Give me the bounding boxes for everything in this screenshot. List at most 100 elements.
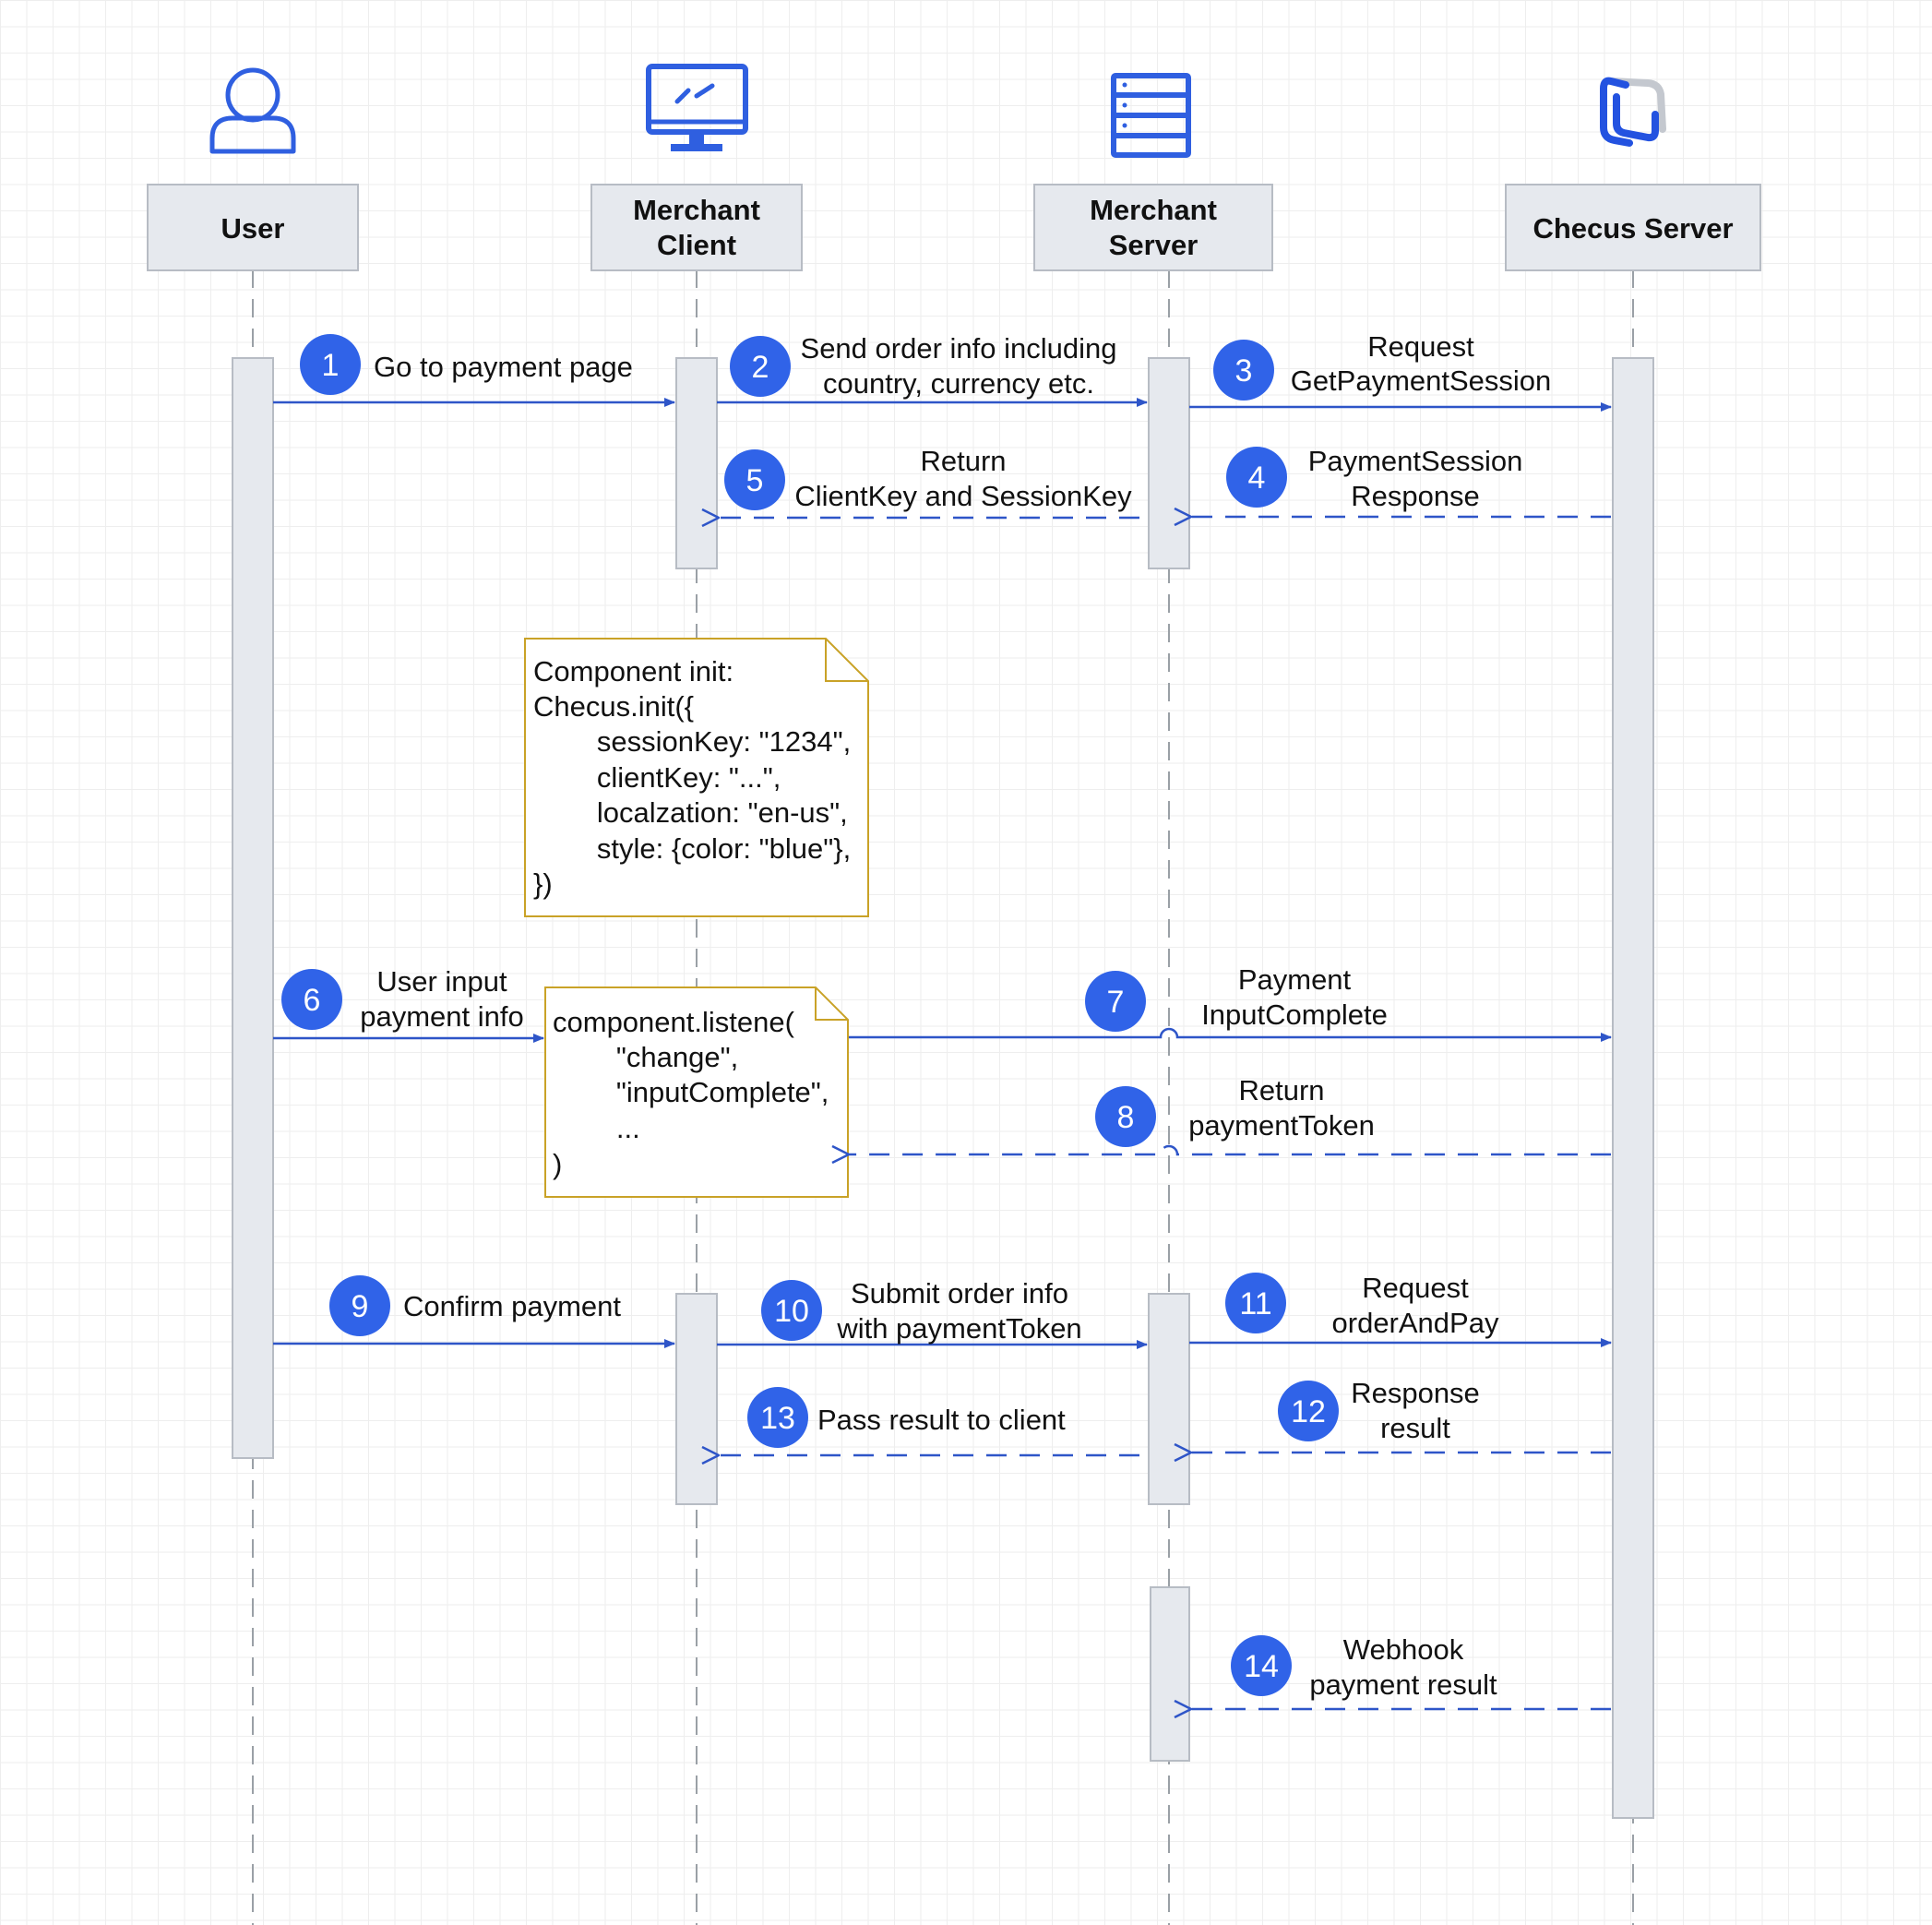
message-1: 1 Go to payment page [273, 334, 675, 407]
step-badge [747, 1387, 808, 1448]
message-text: Return [1238, 1074, 1324, 1106]
participant-checus-server: Checus Server [1505, 184, 1761, 271]
note-line: "change", [553, 1041, 738, 1073]
message-text: paymentToken [1188, 1109, 1375, 1142]
message-10: 10 Submit order info with paymentToken [717, 1277, 1148, 1349]
participant-label: Merchant [633, 194, 760, 226]
message-14: 14 Webhook payment result [1191, 1633, 1611, 1709]
activation-bar-server-3 [1150, 1586, 1190, 1762]
step-number: 1 [322, 348, 340, 383]
step-badge [300, 334, 361, 395]
note-line: Checus.init({ [533, 690, 694, 723]
checus-logo-icon [1600, 77, 1666, 147]
participant-merchant-client: Merchant Client [590, 184, 803, 271]
message-text: GetPaymentSession [1291, 365, 1552, 397]
message-12: 12 Response result [1191, 1377, 1611, 1453]
step-number: 10 [774, 1294, 809, 1329]
note-line: ) [553, 1148, 562, 1180]
activation-bars [232, 357, 1654, 1819]
monitor-icon [646, 64, 748, 151]
message-13: 13 Pass result to client [719, 1387, 1139, 1455]
server-icon [1111, 73, 1191, 158]
message-text: Pass result to client [817, 1404, 1066, 1436]
activation-bar-client-1 [675, 357, 718, 569]
user-icon [209, 67, 296, 154]
note-line: localzation: "en-us", [533, 796, 848, 829]
message-text: User input [376, 965, 507, 998]
participant-user: User [147, 184, 359, 271]
step-badge [724, 449, 785, 510]
step-number: 5 [746, 463, 764, 498]
note-line: clientKey: "...", [533, 761, 781, 794]
note-component-listener: component.listene( "change", "inputCompl… [544, 986, 849, 1198]
step-number: 11 [1239, 1286, 1271, 1321]
participant-merchant-server: Merchant Server [1033, 184, 1273, 271]
step-badge [1085, 971, 1146, 1032]
message-text: Response [1351, 480, 1480, 512]
message-text: Send order info including [801, 332, 1117, 365]
activation-bar-client-2 [675, 1293, 718, 1505]
step-number: 7 [1107, 985, 1125, 1020]
note-line: component.listene( [553, 1006, 795, 1038]
note-line: "inputComplete", [553, 1076, 829, 1108]
activation-bar-server-1 [1148, 357, 1190, 569]
message-text: Return [920, 445, 1006, 477]
message-text: Request [1367, 330, 1474, 363]
message-6: 6 User input payment info [273, 965, 544, 1043]
message-text: Response [1351, 1377, 1480, 1409]
message-text: orderAndPay [1332, 1307, 1499, 1339]
step-badge [1213, 340, 1274, 401]
activation-bar-server-2 [1148, 1293, 1190, 1505]
message-text: payment result [1309, 1668, 1497, 1701]
step-number: 6 [304, 983, 321, 1018]
message-9: 9 Confirm payment [273, 1275, 675, 1348]
message-8: 8 Return paymentToken [849, 1074, 1611, 1154]
note-line: Component init: [533, 655, 733, 688]
step-badge [1095, 1086, 1156, 1147]
step-number: 13 [760, 1401, 795, 1436]
step-badge [761, 1280, 822, 1341]
step-number: 14 [1244, 1649, 1279, 1684]
message-text: Go to payment page [374, 351, 633, 383]
step-number: 8 [1117, 1100, 1135, 1135]
message-text: Submit order info [851, 1277, 1068, 1309]
message-text: payment info [360, 1000, 524, 1033]
participant-label: Merchant [1090, 194, 1217, 226]
participant-label: User [221, 212, 285, 245]
message-text: InputComplete [1201, 998, 1388, 1031]
note-line: style: {color: "blue"}, [533, 832, 851, 865]
message-4: 4 PaymentSession Response [1191, 445, 1611, 517]
step-badge [281, 969, 342, 1030]
message-text: result [1380, 1412, 1450, 1444]
step-number: 9 [352, 1289, 369, 1324]
message-text: Payment [1238, 963, 1352, 996]
message-text: Request [1362, 1272, 1469, 1304]
message-2: 2 Send order info including country, cur… [717, 332, 1148, 407]
note-line: sessionKey: "1234", [533, 725, 851, 758]
step-badge [1226, 447, 1287, 508]
activation-bar-user [232, 357, 274, 1459]
step-badge [1231, 1635, 1292, 1696]
participant-label: Client [657, 229, 736, 261]
message-5: 5 Return ClientKey and SessionKey [719, 445, 1139, 518]
message-text: country, currency etc. [823, 367, 1094, 400]
step-number: 4 [1248, 460, 1266, 496]
message-7: 7 Payment InputComplete [849, 963, 1612, 1042]
note-line: ... [553, 1112, 640, 1144]
message-text: PaymentSession [1308, 445, 1523, 477]
message-text: with paymentToken [836, 1312, 1081, 1345]
step-badge [329, 1275, 390, 1336]
message-text: Webhook [1343, 1633, 1464, 1666]
message-11: 11 Request orderAndPay [1189, 1272, 1612, 1347]
step-number: 12 [1291, 1394, 1326, 1429]
activation-bar-checus [1612, 357, 1654, 1819]
step-number: 2 [752, 350, 769, 385]
step-badge [1278, 1381, 1339, 1441]
message-text: Confirm payment [403, 1290, 621, 1322]
message-text: ClientKey and SessionKey [794, 480, 1132, 512]
step-badge [1225, 1273, 1286, 1333]
note-component-init: Component init: Checus.init({ sessionKey… [524, 638, 869, 917]
step-number: 3 [1235, 353, 1253, 389]
note-line: }) [533, 867, 553, 900]
